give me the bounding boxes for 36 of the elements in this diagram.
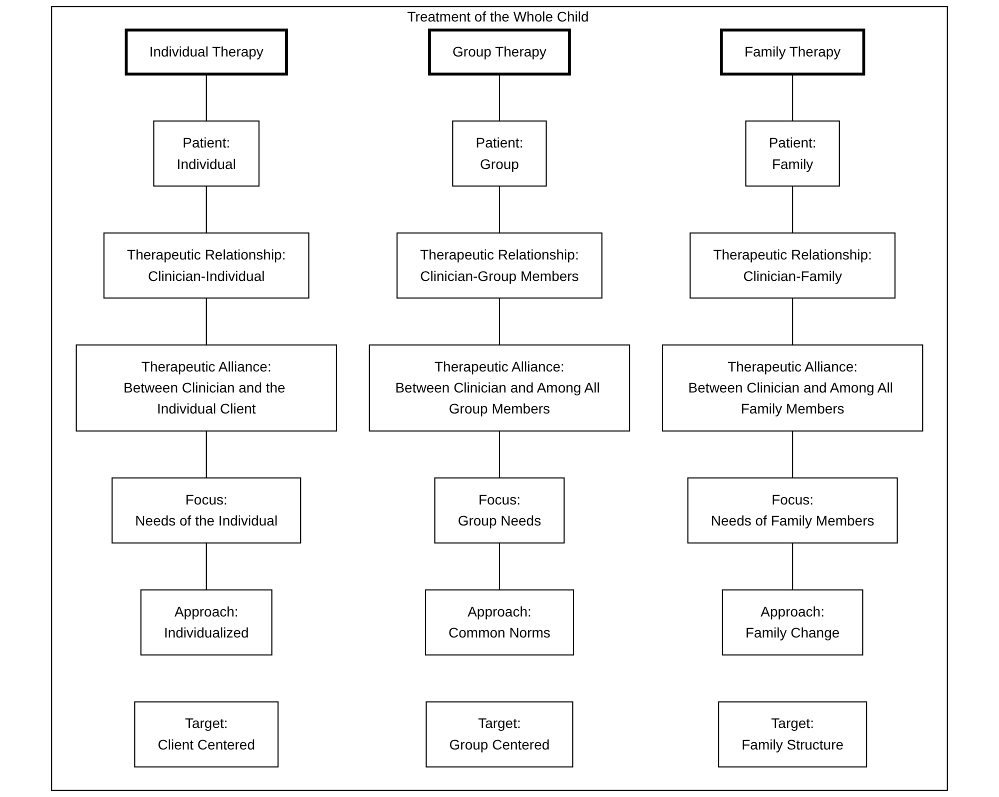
connector [792, 298, 794, 345]
node-box: Patient: Individual [153, 120, 260, 187]
connector [498, 186, 500, 234]
connector [206, 298, 207, 345]
node-box: Focus: Needs of the Individual [112, 477, 302, 544]
node-box: Patient: Group [452, 120, 547, 187]
node-box: Target: Family Structure [718, 701, 868, 768]
connector [498, 74, 500, 122]
node-box: Focus: Group Needs [434, 477, 565, 544]
node-box: Family Therapy [720, 28, 866, 76]
connector [792, 431, 794, 478]
connector [792, 543, 794, 590]
connector [498, 431, 500, 478]
node-box: Target: Group Centered [426, 701, 574, 768]
connector [206, 431, 207, 478]
node-box: Approach: Family Change [722, 589, 864, 656]
connector [206, 74, 207, 122]
node-box: Therapeutic Relationship: Clinician-Family [690, 232, 896, 299]
node-box: Therapeutic Relationship: Clinician-Group Members [396, 232, 602, 299]
node-box: Patient: Family [745, 120, 840, 187]
node-box: Therapeutic Alliance: Between Clinician and Among All Group Members [368, 344, 630, 432]
connector [206, 543, 207, 590]
connector [792, 186, 794, 234]
node-box: Therapeutic Alliance: Between Clinician and Among All Family Members [662, 344, 924, 432]
node-box: Therapeutic Alliance: Between Clinician and the Individual Client [76, 344, 338, 432]
connector [498, 298, 500, 345]
node-box: Individual Therapy [124, 28, 288, 76]
node-box: Approach: Individualized [140, 589, 272, 656]
connector [498, 543, 500, 590]
node-box: Approach: Common Norms [424, 589, 574, 656]
node-box: Focus: Needs of Family Members [687, 477, 898, 544]
connector [206, 186, 207, 234]
node-box: Therapeutic Relationship: Clinician-Individual [103, 232, 310, 299]
connector [792, 74, 794, 122]
node-box: Group Therapy [428, 28, 571, 76]
node-box: Target: Client Centered [134, 701, 279, 768]
